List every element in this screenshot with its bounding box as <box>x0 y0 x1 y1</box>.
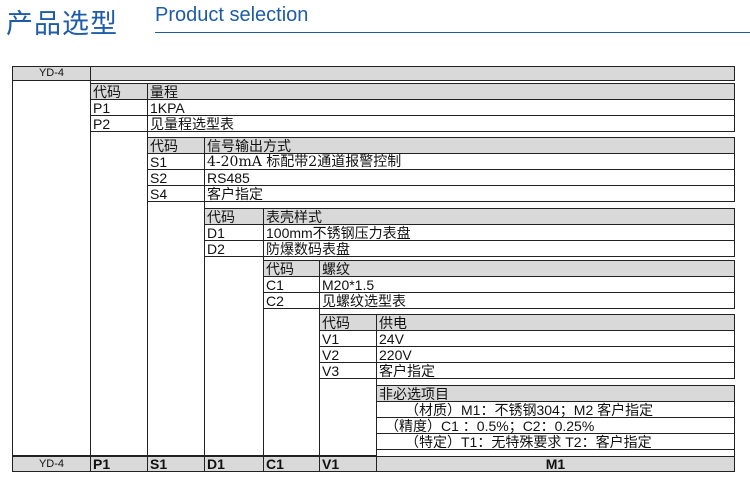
case-code-header: 代码 <box>204 208 264 225</box>
signal-option-code: S2 <box>147 169 205 186</box>
signal-column <box>147 201 205 456</box>
thread-option-desc: M20*1.5 <box>319 276 735 293</box>
power-option-desc: 220V <box>376 346 735 363</box>
case-option-desc: 防爆数码表盘 <box>263 240 735 257</box>
case-column <box>204 256 264 456</box>
range-column <box>90 131 148 456</box>
signal-code-header: 代码 <box>147 137 205 154</box>
footer-optional-code: M1 <box>376 456 735 472</box>
case-option-code: D1 <box>204 224 264 241</box>
power-option-code: V1 <box>319 330 377 347</box>
header-underline <box>155 32 750 33</box>
thread-option-code: C1 <box>263 276 320 293</box>
range-option-code: P2 <box>90 115 148 132</box>
optional-item: （特定）T1：无特殊要求 T2：客户指定 <box>376 433 735 450</box>
page-header: 产品选型 Product selection <box>0 0 750 40</box>
page-title-cn: 产品选型 <box>6 9 118 40</box>
thread-column <box>263 308 320 456</box>
power-option-desc: 客户指定 <box>376 362 735 379</box>
case-title: 表壳样式 <box>263 208 735 225</box>
signal-option-code: S4 <box>147 185 205 202</box>
range-title: 量程 <box>147 83 735 100</box>
thread-option-desc: 见螺纹选型表 <box>319 292 735 309</box>
model-header-cell: YD-4 <box>12 66 91 81</box>
optional-item: （精度）C1 ：0.5%；C2：0.25% <box>376 417 735 434</box>
power-option-code: V2 <box>319 346 377 363</box>
signal-option-desc: RS485 <box>204 169 735 186</box>
power-column <box>319 378 377 456</box>
thread-title: 螺纹 <box>319 260 735 277</box>
power-title: 供电 <box>376 314 735 331</box>
footer-model: YD-4 <box>12 456 91 472</box>
footer-signal-code: S1 <box>147 456 205 472</box>
range-option-desc: 见量程选型表 <box>147 115 735 132</box>
thread-code-header: 代码 <box>263 260 320 277</box>
range-option-desc: 1KPA <box>147 99 735 116</box>
case-option-desc: 100mm不锈钢压力表盘 <box>263 224 735 241</box>
signal-option-desc: 4-20mA 标配带2通道报警控制 <box>204 153 735 170</box>
range-code-header: 代码 <box>90 83 148 100</box>
footer-thread-code: C1 <box>263 456 320 472</box>
range-option-code: P1 <box>90 99 148 116</box>
model-header-bar <box>90 66 735 81</box>
model-column <box>12 80 91 456</box>
signal-option-desc: 客户指定 <box>204 185 735 202</box>
power-code-header: 代码 <box>319 314 377 331</box>
footer-range-code: P1 <box>90 456 148 472</box>
signal-title: 信号输出方式 <box>204 137 735 154</box>
optional-item: （材质）M1：不锈钢304；M2 客户指定 <box>376 401 735 418</box>
optional-title: 非必选项目 <box>376 385 735 402</box>
power-option-desc: 24V <box>376 330 735 347</box>
power-option-code: V3 <box>319 362 377 379</box>
case-option-code: D2 <box>204 240 264 257</box>
footer-case-code: D1 <box>204 456 264 472</box>
page-title-en: Product selection <box>155 4 309 26</box>
footer-power-code: V1 <box>319 456 377 472</box>
thread-option-code: C2 <box>263 292 320 309</box>
signal-option-code: S1 <box>147 153 205 170</box>
